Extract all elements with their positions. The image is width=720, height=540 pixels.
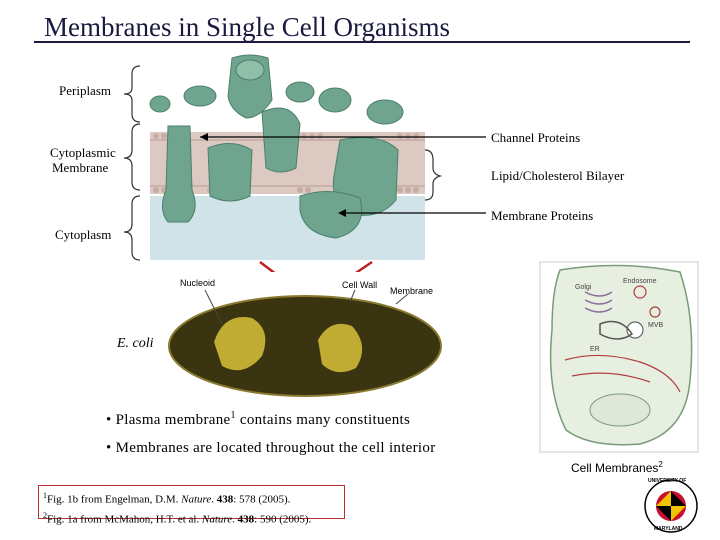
references-box: 1Fig. 1b from Engelman, D.M. Nature. 438… — [38, 485, 345, 525]
nucleoid-left — [214, 317, 266, 371]
er-membrane — [564, 354, 681, 393]
umd-logo-text-bottom: MARYLAND — [654, 526, 683, 532]
endosome-label: Endosome — [623, 278, 657, 285]
umd-logo-text-top: UNIVERSITY OF — [648, 478, 687, 484]
lipid-bilayer-callout: Lipid/Cholesterol Bilayer — [491, 168, 625, 183]
cytoplasmic-membrane-label-2: Membrane — [52, 160, 109, 175]
mvb-label: MVB — [648, 322, 664, 329]
cell-membranes-caption: Cell Membranes2 — [571, 460, 663, 475]
cell-wall-label: Cell Wall — [342, 280, 378, 290]
ecoli-membrane-label: Membrane — [390, 286, 434, 296]
golgi-stack — [584, 291, 613, 313]
cytoplasm-label: Cytoplasm — [55, 227, 112, 242]
bullet-plasma-membrane: • Plasma membrane1 contains many constit… — [106, 410, 411, 428]
bullet-membranes-interior: • Membranes are located throughout the c… — [106, 440, 436, 456]
channel-protein-left — [162, 125, 196, 223]
cytoplasmic-membrane-label-1: Cytoplasmic — [50, 145, 116, 160]
periplasm-label: Periplasm — [59, 83, 111, 98]
channel-proteins-callout: Channel Proteins — [491, 130, 581, 145]
umd-logo-graphic — [644, 479, 698, 533]
membrane-protein-4 — [299, 191, 362, 239]
periplasm-brace — [123, 65, 141, 123]
membrane-protein-2 — [261, 107, 301, 173]
er-label: ER — [590, 346, 600, 353]
ecoli-cell — [168, 295, 442, 397]
cytoplasm-brace — [123, 195, 141, 261]
golgi-label: Golgi — [575, 284, 592, 291]
ecoli-label: E. coli — [117, 336, 154, 351]
membrane-protein-1 — [207, 143, 253, 202]
reference-1: 1Fig. 1b from Engelman, D.M. Nature. 438… — [43, 491, 291, 506]
cytoplasmic-membrane-brace — [123, 123, 141, 191]
membrane-proteins-callout: Membrane Proteins — [491, 208, 594, 223]
reference-2: 2Fig. 1a from McMahon, H.T. et al. Natur… — [43, 510, 312, 526]
eukaryotic-cell — [549, 264, 693, 446]
bilayer-brace — [424, 149, 443, 201]
nucleus — [589, 393, 651, 427]
title-underline — [34, 41, 690, 43]
nucleoid-right — [318, 323, 363, 373]
nucleoid-label: Nucleoid — [180, 278, 216, 288]
page-title: Membranes in Single Cell Organisms — [44, 12, 450, 42]
